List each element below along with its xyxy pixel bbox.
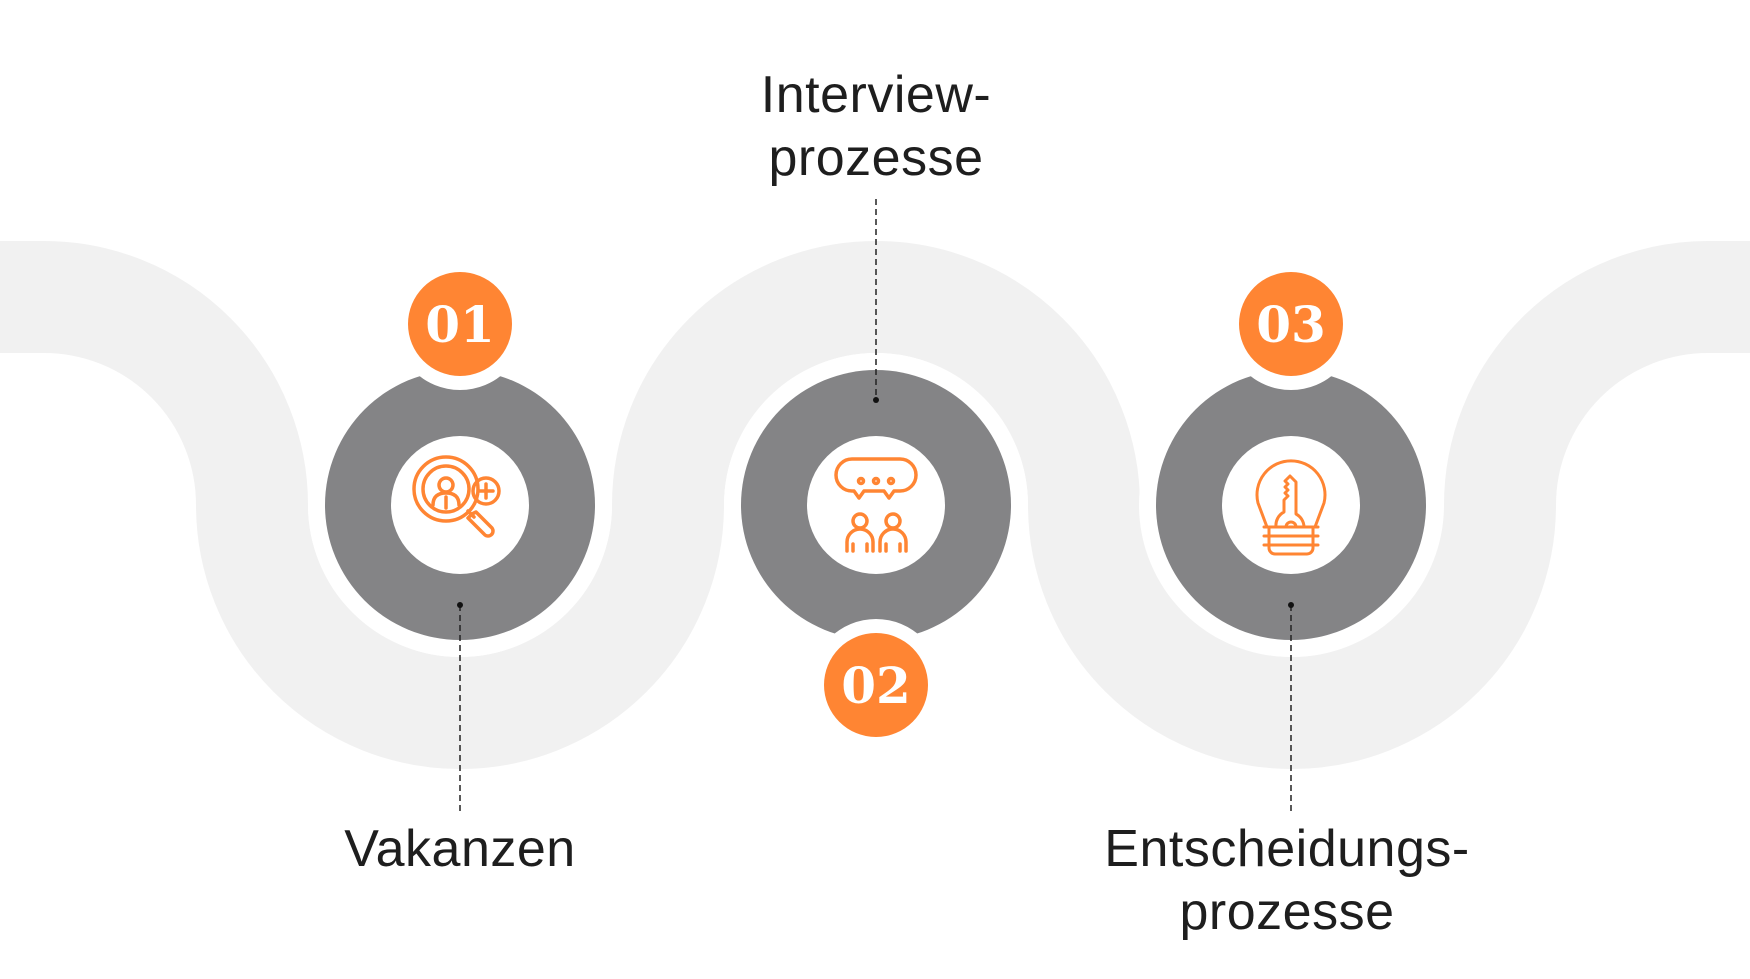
- step-badge: [824, 633, 928, 737]
- step-01: 01: [308, 258, 612, 811]
- step-number: 03: [1256, 295, 1326, 354]
- step-label-entscheidungsprozesse: Entscheidungs- prozesse: [1037, 818, 1537, 944]
- step-number: 02: [841, 656, 911, 715]
- lightbulb-key-icon: [1255, 459, 1327, 556]
- step-03: 03: [1139, 258, 1443, 811]
- search-candidate-icon: [412, 455, 501, 538]
- label-line: Interview-: [760, 66, 992, 124]
- step-number: 01: [425, 295, 495, 354]
- step-label-vakanzen: Vakanzen: [260, 818, 660, 881]
- label-line: Vakanzen: [344, 820, 576, 878]
- wave-band: [0, 241, 1750, 769]
- label-line: Entscheidungs-: [1104, 820, 1470, 878]
- step-badge: [408, 272, 512, 376]
- label-line: prozesse: [1179, 883, 1395, 941]
- step-label-interviewprozesse: Interview- prozesse: [676, 64, 1076, 190]
- step-badge: [1239, 272, 1343, 376]
- conversation-icon: [834, 457, 918, 553]
- label-line: prozesse: [768, 129, 984, 187]
- step-02: 02: [724, 199, 1028, 751]
